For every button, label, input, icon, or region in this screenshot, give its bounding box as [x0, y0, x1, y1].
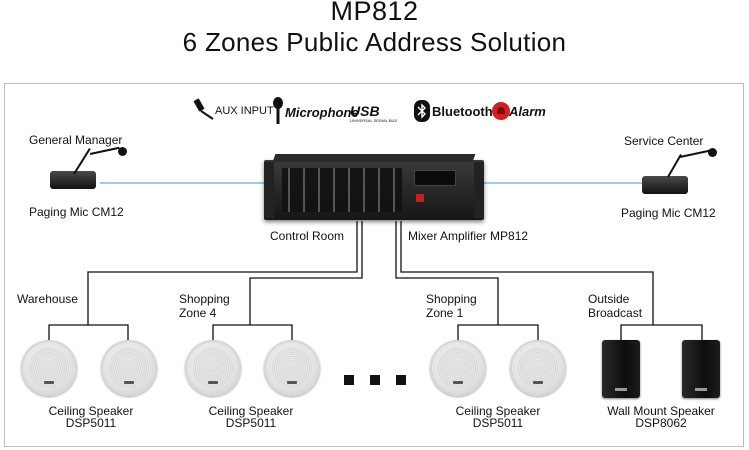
mic-head [118, 147, 127, 156]
zone-label-warehouse: Warehouse [17, 292, 78, 306]
right-mic-location: Service Center [624, 134, 704, 148]
ceiling-speaker [430, 340, 486, 396]
zone-bus-warehouse [48, 324, 129, 340]
zone-label-shopping-1-line1: Shopping [426, 292, 477, 306]
ceiling-speaker [101, 340, 157, 396]
mixer-amplifier [264, 154, 484, 220]
zone-label-shopping-1-line2: Zone 1 [426, 306, 464, 320]
right-paging-mic [642, 148, 717, 200]
control-room-label: Control Room [270, 229, 345, 243]
speaker-type-shopping-1: Ceiling Speaker [455, 404, 541, 418]
ellipsis-dot [396, 375, 406, 385]
usb-icon: USB [350, 103, 380, 119]
bluetooth-icon [414, 100, 430, 122]
alarm-icon [492, 102, 510, 120]
display-panel [414, 170, 456, 186]
diagram-panel [4, 83, 744, 447]
power-button [416, 194, 424, 202]
zone-label-outside-line2: Broadcast [588, 306, 643, 320]
wall-mount-speaker [602, 340, 640, 398]
left-paging-mic [50, 145, 127, 195]
speaker-model-shopping-4: DSP5011 [225, 416, 277, 430]
speaker-model-shopping-1: DSP5011 [472, 416, 524, 430]
zone-label-shopping-4-line2: Zone 4 [179, 306, 217, 320]
right-trunk [395, 221, 499, 325]
wall-mount-speaker [682, 340, 720, 398]
speaker-type-warehouse: Ceiling Speaker [48, 404, 134, 418]
ceiling-speaker [185, 340, 241, 396]
zone-bus-shopping-1 [457, 324, 539, 340]
left-mic-model: Paging Mic CM12 [29, 205, 124, 219]
microphone-icon [273, 97, 283, 124]
left-mic-location: General Manager [29, 133, 123, 147]
left-trunk [249, 221, 363, 325]
speaker-model-warehouse: DSP5011 [65, 416, 117, 430]
speaker-model-outside: DSP8062 [635, 416, 687, 430]
microphone-source: Microphone [271, 97, 359, 128]
speaker-type-shopping-4: Ceiling Speaker [208, 404, 294, 418]
mic-head [708, 148, 717, 157]
speaker-type-outside: Wall Mount Speaker [607, 404, 715, 418]
aux-input: AUX INPUT [193, 97, 274, 124]
zone-label-shopping-4-line1: Shopping [179, 292, 230, 306]
diagram-title: MP812 [330, 0, 419, 26]
right-trunk-2 [400, 221, 654, 325]
ellipsis-dot [370, 375, 380, 385]
left-trunk-2 [87, 221, 358, 325]
amplifier-label: Mixer Amplifier MP812 [408, 229, 529, 243]
ceiling-speaker [21, 340, 77, 396]
right-mic-model: Paging Mic CM12 [621, 206, 716, 220]
ceiling-speaker [264, 340, 320, 396]
aux-plug-icon [193, 98, 214, 120]
zone-bus-shopping-4 [212, 324, 293, 340]
zone-bus-outside [620, 324, 703, 340]
diagram-subtitle: 6 Zones Public Address Solution [182, 27, 567, 57]
channel-controls [282, 168, 402, 212]
zone-label-outside-line1: Outside [588, 292, 630, 306]
ceiling-speaker [510, 340, 566, 396]
ellipsis-dot [344, 375, 354, 385]
